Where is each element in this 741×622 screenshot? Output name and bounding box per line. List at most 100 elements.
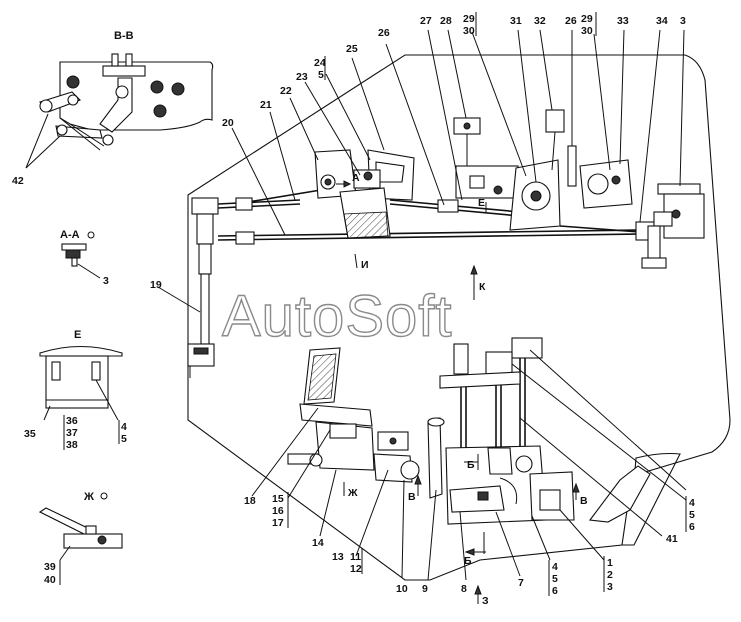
arrow-v-right-head — [572, 482, 580, 493]
bb-rod — [59, 117, 105, 151]
arrow-i-label: И — [361, 259, 369, 271]
leader-24 — [325, 73, 371, 161]
cyl-head — [196, 213, 214, 245]
bb-hole-1 — [66, 75, 80, 89]
shift-lower-nut — [477, 491, 489, 501]
shift-handle-cap — [427, 417, 445, 427]
arrow-k-head — [470, 264, 478, 275]
view-aa-title: А-А — [60, 229, 80, 241]
cyl-body — [198, 243, 212, 275]
leader-20 — [231, 127, 286, 236]
leader-4-e — [95, 379, 119, 421]
callout-4-e: 4 — [121, 421, 127, 433]
pedal-bracket-upper — [329, 423, 357, 439]
arrow-v-left-label: В — [408, 491, 416, 503]
callout-3-top: 3 — [680, 15, 686, 27]
arrow-k: К — [470, 264, 486, 300]
callout-15: 15 — [272, 493, 284, 505]
aa-clamp — [65, 249, 81, 259]
rc-bracket-top — [657, 183, 701, 195]
callout-5-b: 5 — [552, 573, 558, 585]
leader-23 — [304, 81, 361, 176]
leader-33 — [619, 29, 625, 165]
view-bb-title: В-В — [114, 30, 134, 42]
leader-25 — [351, 57, 385, 151]
e-terminal-1 — [51, 361, 61, 381]
callout-27: 27 — [420, 15, 432, 27]
zh-base — [63, 533, 123, 549]
shift-assembly: Б Б В З 9 8 7 4 5 6 1 2 3 41 4 5 6 — [422, 337, 695, 607]
pedal-arm — [299, 403, 373, 427]
shift-top-bracket — [511, 337, 543, 359]
view-zh-title: Ж — [83, 491, 94, 503]
callout-29-b: 29 — [581, 13, 593, 25]
callout-37: 37 — [66, 427, 78, 439]
callout-34: 34 — [656, 15, 668, 27]
callout-3-b: 3 — [607, 581, 613, 593]
callout-25: 25 — [346, 43, 358, 55]
leader-4-r-a — [529, 349, 687, 491]
shift-lower-plate — [449, 485, 505, 513]
bb-pivot-3 — [115, 85, 129, 99]
callout-31: 31 — [510, 15, 522, 27]
cyl-bottom-nut — [193, 347, 209, 355]
leader-39 — [59, 545, 71, 561]
leader-41 — [519, 417, 663, 537]
callout-4-b: 4 — [552, 561, 558, 573]
leader-13 — [355, 469, 389, 557]
shift-rod-top-left — [453, 343, 469, 375]
bracket-13-bolt — [389, 437, 397, 445]
leader-1 — [559, 509, 605, 561]
rc-foot — [641, 257, 667, 269]
callout-9: 9 — [422, 583, 428, 595]
bb-bolt-1 — [111, 53, 119, 67]
bracket-28-bolt — [463, 122, 471, 130]
callout-33: 33 — [617, 15, 629, 27]
callout-28: 28 — [440, 15, 452, 27]
shift-side-box-inner — [539, 489, 561, 511]
cyl-top-clamp — [191, 197, 219, 215]
callout-18: 18 — [244, 495, 256, 507]
leader-27 — [427, 29, 463, 201]
e-cap — [39, 345, 123, 357]
callout-6-b: 6 — [552, 585, 558, 597]
right-cylinder-group: 34 3 — [639, 15, 705, 269]
callout-5-top: 5 — [318, 69, 324, 81]
shift-cross-bar — [439, 371, 521, 389]
tunnel-cover — [588, 465, 651, 523]
arrow-a-head — [343, 180, 352, 188]
callout-11: 11 — [350, 551, 361, 563]
callout-16: 16 — [272, 505, 284, 517]
view-bb: В-В 42 — [12, 30, 214, 187]
callout-32: 32 — [534, 15, 546, 27]
callout-13: 13 — [332, 551, 344, 563]
upper-bracket-group: 22 23 24 5 25 А — [280, 43, 415, 239]
callout-17: 17 — [272, 517, 284, 529]
shift-housing-knob — [515, 455, 533, 473]
callout-26-top: 26 — [378, 27, 390, 39]
bracket-32-stem — [551, 131, 556, 171]
lower-bracket-group: 13 11 12 10 В — [332, 431, 422, 595]
rod-20-b — [217, 233, 641, 241]
arrow-i: И — [354, 253, 369, 271]
callout-30-b: 30 — [581, 25, 593, 37]
valve-drum-hub — [530, 190, 542, 202]
leader-22 — [289, 97, 319, 161]
callout-30-a: 30 — [463, 25, 475, 37]
callout-41: 41 — [666, 533, 678, 545]
leader-14 — [319, 469, 337, 537]
cyl-bottom-mount — [187, 343, 215, 367]
view-aa-marker — [87, 231, 95, 239]
rod-21-end — [235, 197, 253, 211]
bb-hole-2 — [150, 80, 164, 94]
leader-29-b — [593, 33, 611, 171]
leader-42-b — [25, 135, 61, 169]
callout-22: 22 — [280, 85, 292, 97]
bracket-33-pin — [611, 175, 621, 185]
left-cylinder-group: 19 — [150, 197, 219, 378]
zh-bolt — [85, 525, 97, 535]
zh-pivot — [97, 535, 107, 545]
bracket-27-inner — [469, 175, 485, 189]
